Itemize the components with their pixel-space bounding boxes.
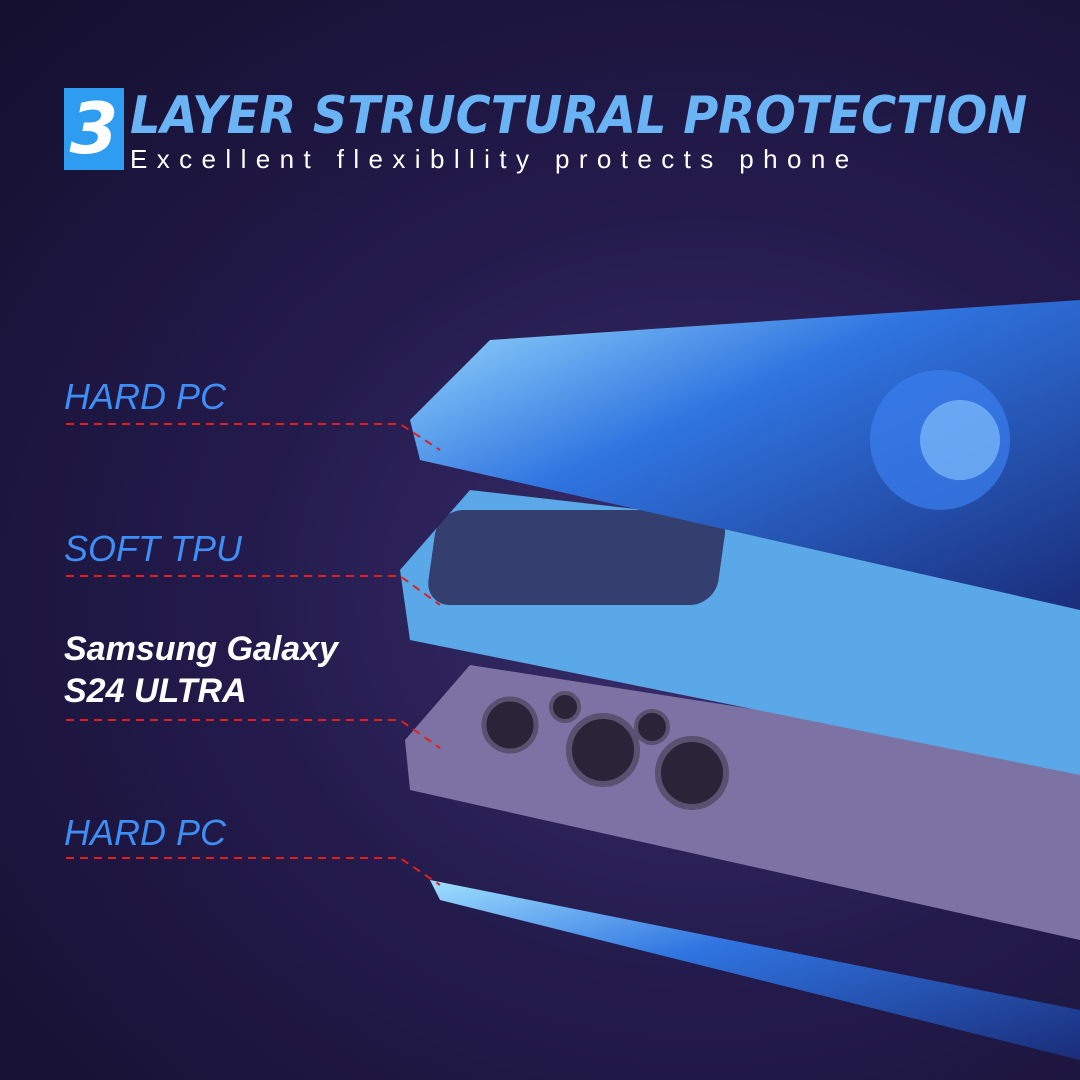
label-soft-tpu: SOFT TPU (64, 528, 242, 569)
phone-model-line1: Samsung Galaxy (64, 630, 339, 668)
label-phone-model: Samsung Galaxy S24 ULTRA (64, 628, 338, 712)
label-hard-pc-top: HARD PC (64, 376, 227, 417)
headline: LAYER STRUCTURAL PROTECTION (130, 86, 1028, 146)
label-hard-pc-bottom: HARD PC (64, 812, 227, 853)
bottom-pc-frame (430, 880, 1080, 1060)
phone-model-line2: S24 ULTRA (64, 672, 247, 710)
layer-count-badge: 3 (64, 88, 124, 170)
subtitle: Excellent flexibllity protects phone (130, 144, 859, 174)
